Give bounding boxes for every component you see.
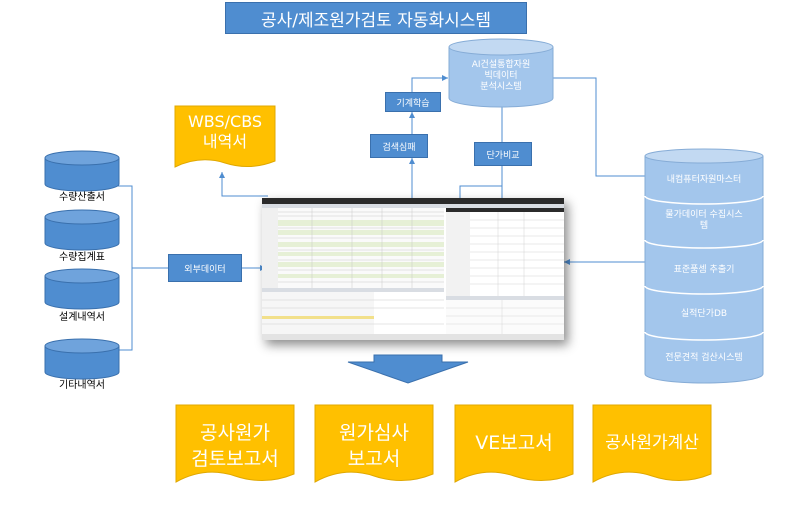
page-title: 공사/제조원가검토 자동화시스템 xyxy=(225,2,527,34)
output-doc-4-shape xyxy=(592,404,712,483)
output-doc-4-text: 공사원가계산 xyxy=(605,433,699,453)
output-doc-3-shape xyxy=(454,404,574,483)
external-data-box: 외부데이터 xyxy=(168,254,242,282)
ai-db-cylinder xyxy=(448,38,554,108)
software-screenshot xyxy=(262,198,564,340)
wbs-doc-text: WBS/CBS 내역서 xyxy=(187,112,263,151)
right-stack-graphic xyxy=(644,148,764,384)
output-doc-1-shape xyxy=(175,404,295,483)
search-review-box: 검색심패 xyxy=(370,134,428,158)
down-arrow xyxy=(347,354,469,384)
source-label-4: 기타내역서 xyxy=(59,380,105,391)
source-cylinder-1 xyxy=(44,150,120,192)
source-label-1: 수량산출서 xyxy=(59,192,105,203)
output-doc-2-text: 원가심사 보고서 xyxy=(339,422,409,470)
screen-to-wbs-arrow xyxy=(219,172,268,197)
ai-db-label: AI건설통합자원 빅데이터 분석시스템 xyxy=(471,60,531,92)
output-doc-3-text: VE보고서 xyxy=(475,432,553,454)
right-stack-item-5: 전문견적 검산시스템 xyxy=(665,353,743,363)
source-cylinder-4 xyxy=(44,338,120,380)
source-label-3: 설계내역서 xyxy=(59,312,105,323)
output-doc-2-shape xyxy=(314,404,434,483)
wbs-doc-shape xyxy=(174,105,276,168)
left-bracket-line xyxy=(118,185,133,351)
machine-learning-box: 기계학습 xyxy=(385,92,441,112)
price-to-screen-arrow xyxy=(459,166,503,200)
source-label-2: 수량집계표 xyxy=(59,252,105,263)
right-stack-item-1: 내컴퓨터자원마스터 xyxy=(666,175,742,185)
price-compare-box: 단가비교 xyxy=(474,142,532,166)
output-doc-1-text: 공사원가 검토보고서 xyxy=(191,422,279,470)
ai-to-right-stack-line xyxy=(552,77,646,177)
source-cylinder-2 xyxy=(44,209,120,251)
ml-to-ai-arrow xyxy=(411,75,448,92)
right-stack-item-2: 물가데이터 수집시스템 xyxy=(665,210,743,231)
right-stack-item-4: 실적단가DB xyxy=(680,309,728,319)
software-screenshot-graphic xyxy=(262,198,564,340)
right-stack-item-3: 표준품셈 추출기 xyxy=(673,265,735,275)
source-cylinder-3 xyxy=(44,268,120,310)
